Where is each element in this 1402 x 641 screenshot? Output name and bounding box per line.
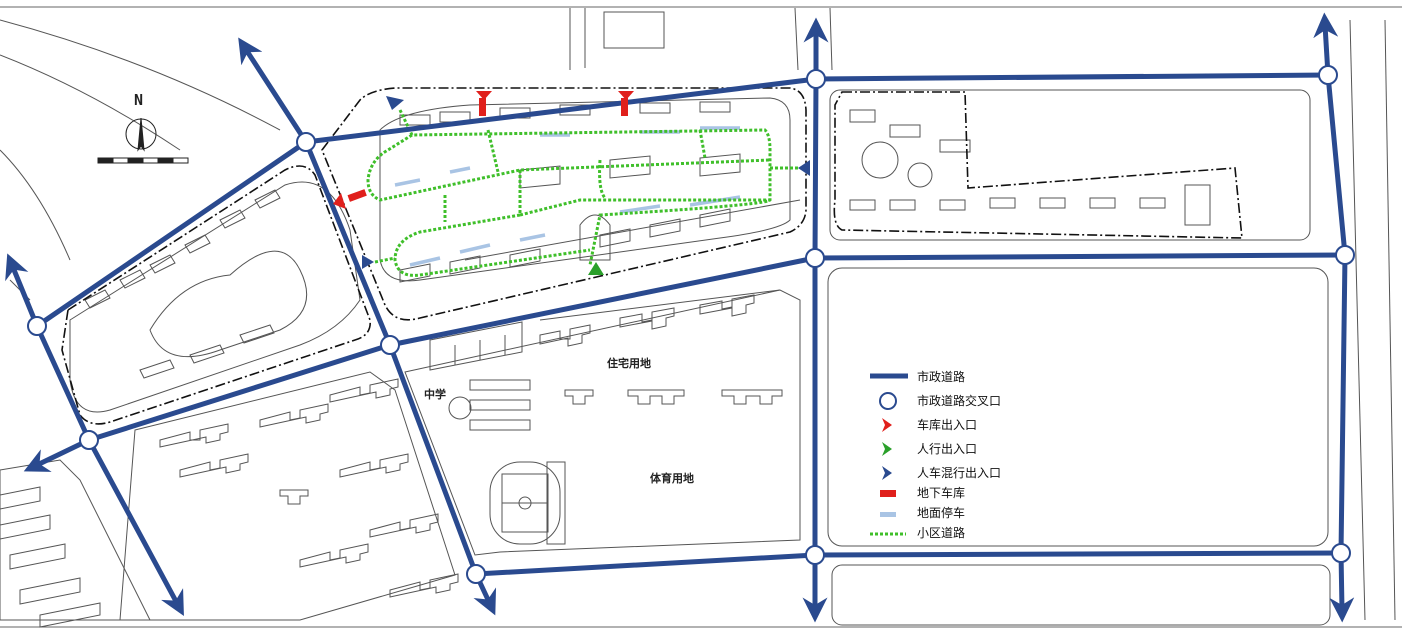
garage-exit-arrow [333,193,346,209]
community-roads [366,109,808,277]
map-legend: 市政道路 市政道路交叉口 车库出入口 人行出入口 人车混行出入口 地下车库 地面… [868,366,1068,550]
legend-label: 人行出入口 [917,442,978,456]
residential-land-label: 住宅用地 [607,357,651,370]
legend-label: 人车混行出入口 [917,466,1002,480]
legend-item-community-road: 小区道路 [868,526,1068,550]
legend-item-municipal-road: 市政道路 [868,366,1068,390]
legend-label: 市政道路 [917,370,966,384]
garage-exit-arrow [618,91,634,100]
mixed-exit-arrow [386,96,404,110]
legend-item-garage-exit: 车库出入口 [868,414,1068,438]
garage-exit-arrow [476,91,492,100]
legend-item-mixed-exit: 人车混行出入口 [868,462,1068,486]
legend-item-intersection: 市政道路交叉口 [868,390,1068,414]
north-label: N [134,91,144,109]
road-intersections [27,65,1355,584]
underground-garages [347,98,628,202]
scale-bar [97,157,189,164]
intersection-node [1335,245,1355,265]
municipal-road-arrows [5,12,1355,623]
green-dots-icon [870,532,906,536]
mixed-exit-arrow [798,160,810,176]
base-map-lines [0,7,1396,626]
legend-item-underground-garage: 地下车库 [868,486,1068,506]
legend-label: 车库出入口 [917,418,978,432]
pedestrian-exit-arrow [588,262,604,275]
green-arrow-icon [882,442,892,456]
road-line-icon [870,373,908,379]
blue-bar-icon [880,512,896,517]
intersection-node [805,545,825,565]
municipal-roads [34,72,1348,577]
legend-label: 市政道路交叉口 [917,394,1002,408]
legend-label: 地下车库 [917,486,966,500]
garage-exit-arrows [333,91,634,209]
intersection-node [805,248,825,268]
site-boundaries [61,87,1243,425]
legend-item-pedestrian-exit: 人行出入口 [868,438,1068,462]
intersection-node [79,430,99,450]
mixed-exit-arrows [362,96,810,269]
sports-land-label: 体育用地 [650,472,694,485]
intersection-node [296,132,316,152]
red-arrow-icon [882,418,892,432]
blue-arrow-icon [882,466,892,480]
intersection-circle-icon [879,392,897,410]
mixed-exit-arrow [362,255,374,269]
intersection-node [466,564,486,584]
legend-label: 地面停车 [917,506,966,520]
intersection-node [1331,543,1351,563]
ground-parking [394,126,741,267]
legend-label: 小区道路 [917,526,966,540]
intersection-node [27,316,47,336]
legend-item-ground-parking: 地面停车 [868,506,1068,526]
intersection-node [380,335,400,355]
intersection-node [1318,65,1338,85]
north-arrow-icon [125,117,157,152]
red-bar-icon [880,490,896,497]
intersection-node [806,69,826,89]
middle-school-label: 中学 [424,388,446,401]
map-frame [0,6,1402,628]
